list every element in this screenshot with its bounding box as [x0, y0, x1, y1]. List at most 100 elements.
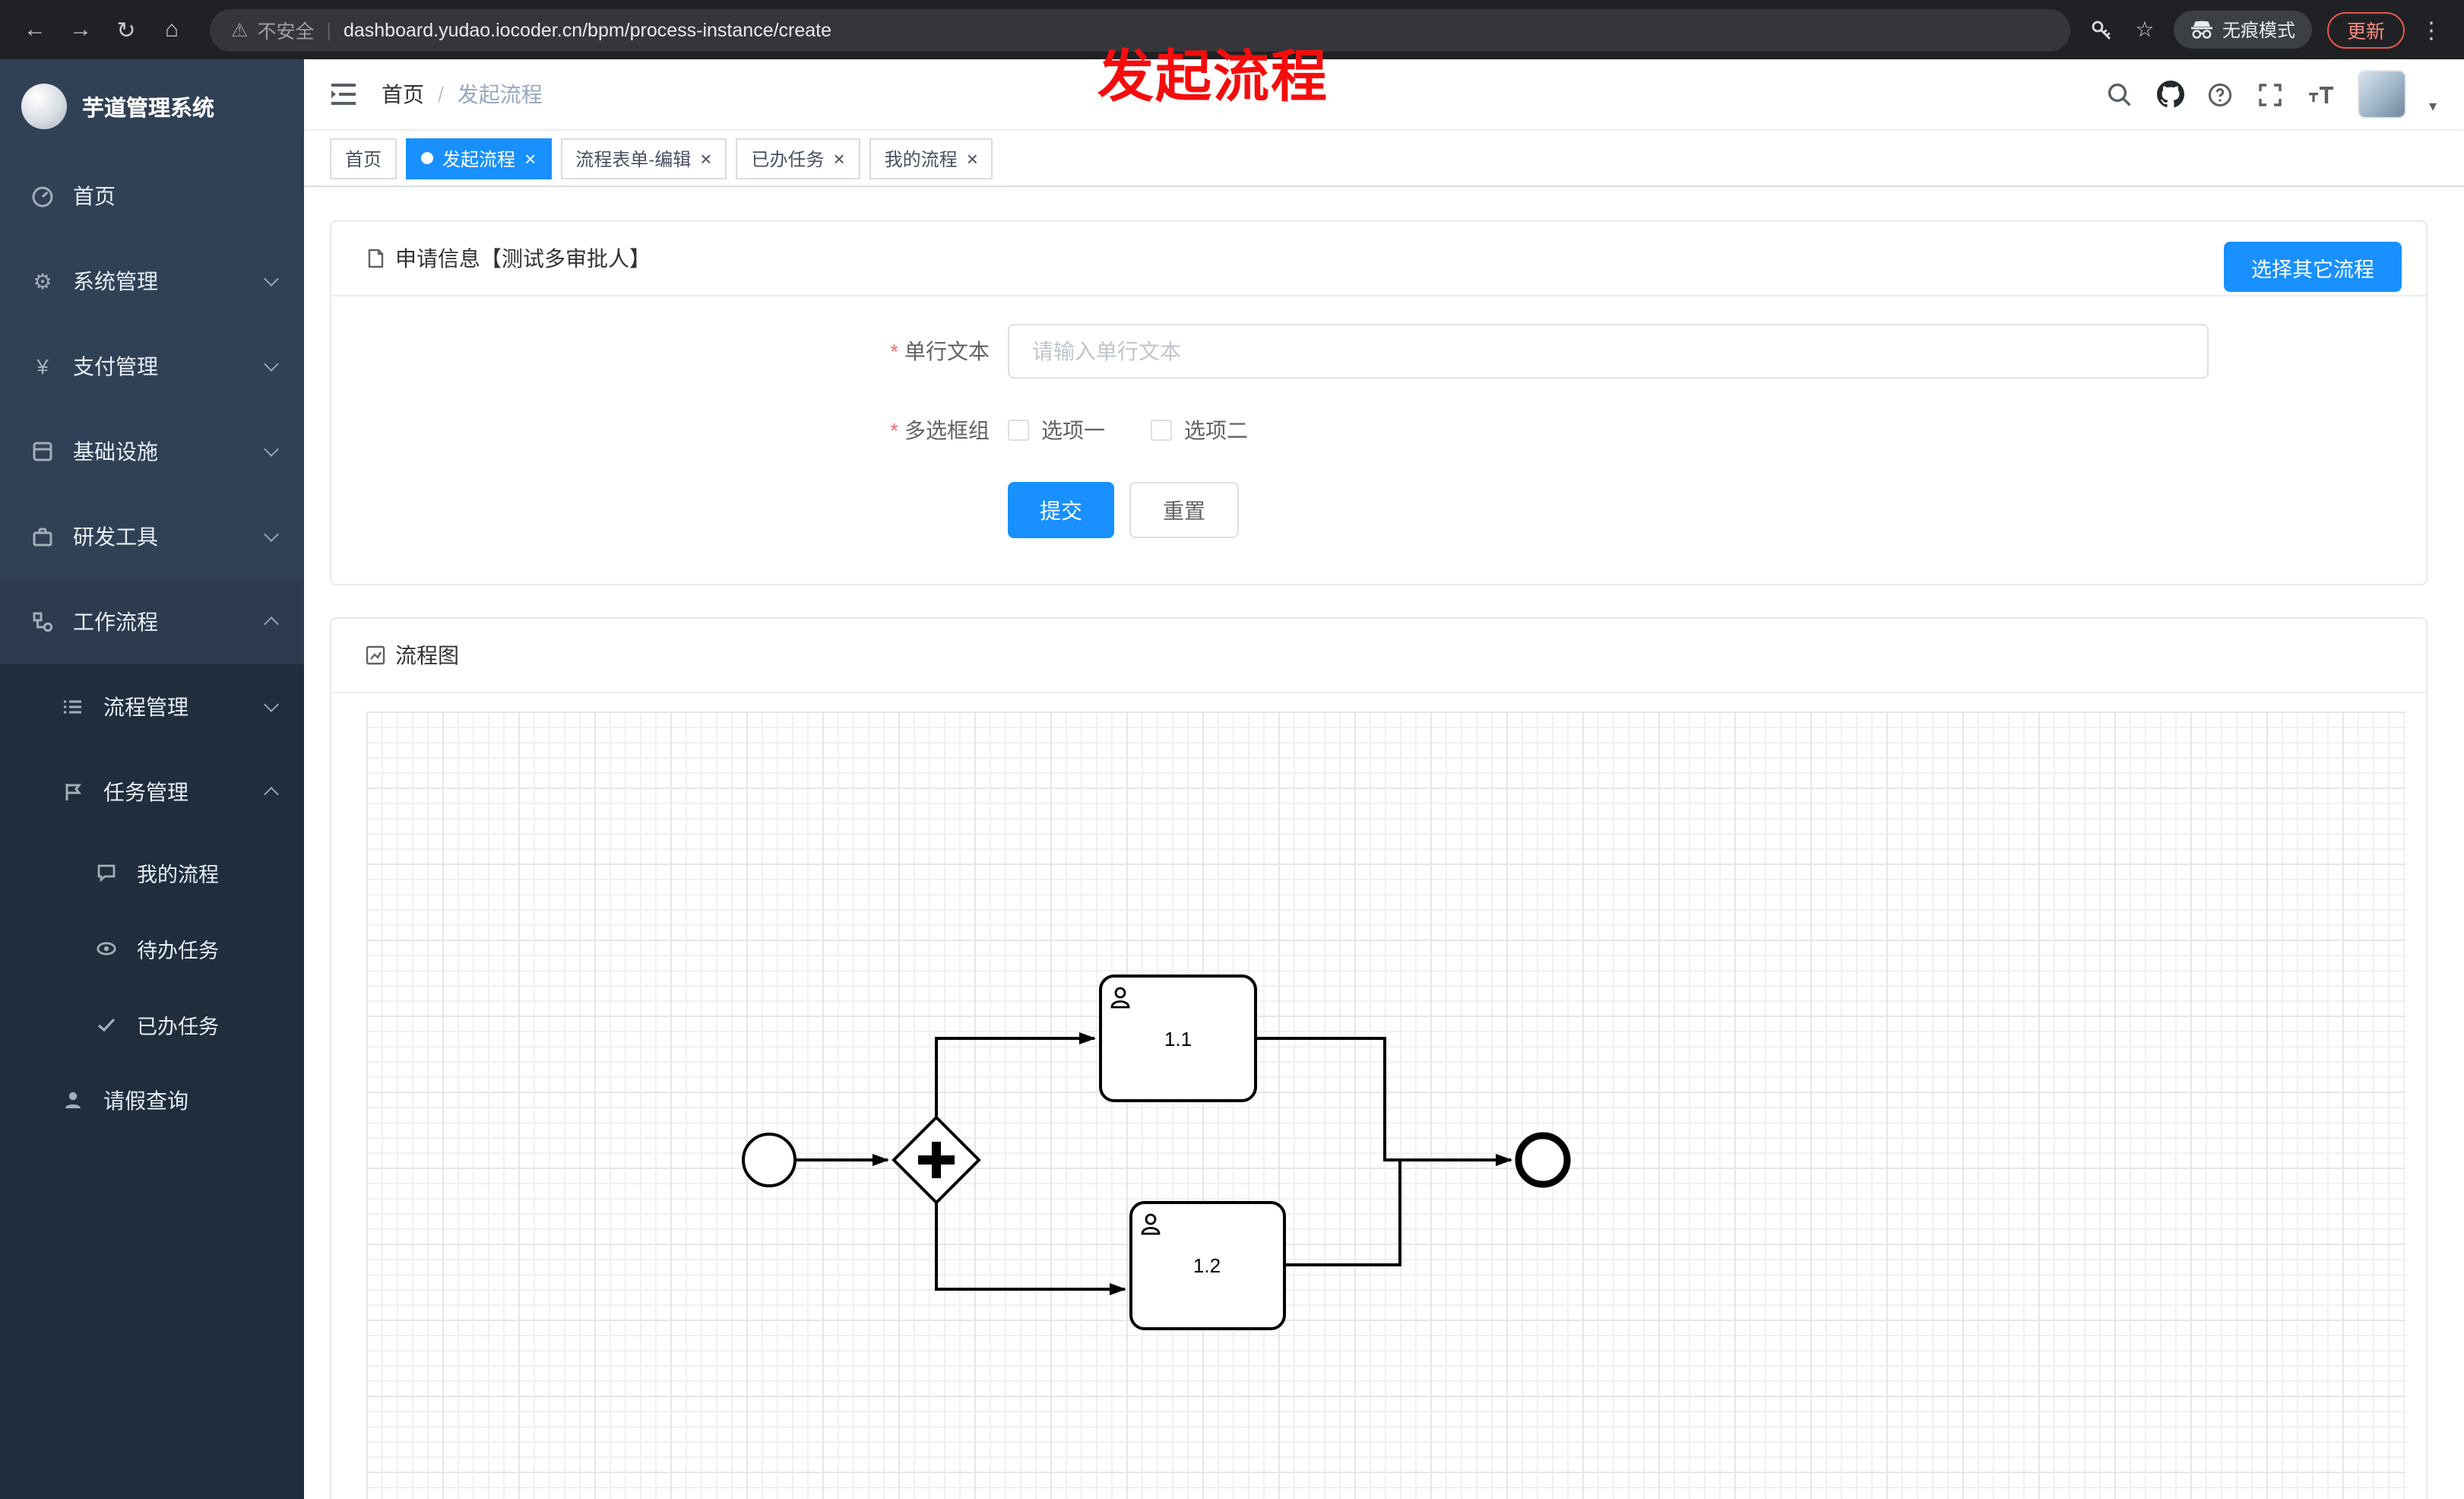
apply-info-card: 申请信息【测试多审批人】 选择其它流程 *单行文本 *多选框组: [330, 220, 2428, 585]
tab-process-form-edit[interactable]: 流程表单-编辑 ×: [560, 138, 727, 179]
task-label: 1.1: [1164, 1028, 1192, 1051]
help-icon[interactable]: [2207, 81, 2234, 108]
yen-icon: ¥: [36, 354, 49, 379]
hamburger-icon[interactable]: [328, 79, 359, 109]
bpmn-canvas[interactable]: 1.1 1.2: [366, 711, 2406, 1499]
bookmark-star-icon[interactable]: ☆: [2135, 17, 2155, 41]
back-icon[interactable]: ←: [24, 17, 46, 43]
apply-form: *单行文本 *多选框组 选项一 选项二: [331, 296, 2426, 584]
close-icon[interactable]: ×: [833, 147, 845, 170]
tab-home[interactable]: 首页: [330, 138, 397, 179]
forward-icon[interactable]: →: [69, 17, 92, 43]
sidebar-item-task-management[interactable]: 任务管理: [0, 750, 304, 835]
end-event-node[interactable]: [1515, 1132, 1571, 1188]
checkbox-icon[interactable]: [1008, 420, 1029, 441]
flow-diagram-card: 流程图: [330, 617, 2428, 1499]
toolbox-icon: [33, 528, 52, 547]
process-list-icon: [63, 700, 81, 714]
chrome-actions: ☆ 无痕模式 更新 ⋮: [2089, 11, 2449, 49]
sidebar-item-infra[interactable]: 基础设施: [0, 409, 304, 494]
user-icon: [1110, 987, 1130, 1009]
page-content: 申请信息【测试多审批人】 选择其它流程 *单行文本 *多选框组: [304, 187, 2464, 1499]
fullscreen-icon[interactable]: [2257, 81, 2285, 108]
address-bar[interactable]: ⚠ 不安全 | dashboard.yudao.iocoder.cn/bpm/p…: [210, 8, 2070, 51]
sidebar-item-payment[interactable]: ¥ 支付管理: [0, 324, 304, 409]
sidebar-filler: [0, 1139, 304, 1499]
single-line-text-input[interactable]: [1008, 324, 2209, 379]
chevron-down-icon: [264, 357, 279, 372]
plus-icon: [918, 1142, 955, 1178]
required-asterisk: *: [890, 418, 898, 442]
form-actions-row: 提交 重置: [331, 482, 2426, 538]
sidebar-item-todo-tasks[interactable]: 待办任务: [0, 911, 304, 987]
checkbox-icon[interactable]: [1151, 420, 1172, 441]
task-label: 1.2: [1193, 1254, 1221, 1277]
reload-icon[interactable]: ↻: [116, 17, 136, 43]
sidebar-item-leave-query[interactable]: 请假查询: [0, 1063, 304, 1139]
font-size-icon[interactable]: [2307, 81, 2335, 108]
choose-other-process-button[interactable]: 选择其它流程: [2224, 242, 2402, 292]
security-chip[interactable]: ⚠ 不安全: [231, 15, 314, 44]
sidebar-item-process-management[interactable]: 流程管理: [0, 664, 304, 750]
flow-task2-to-end: [1284, 1154, 1512, 1266]
checkbox-group-label: *多选框组: [890, 418, 990, 442]
sidebar-item-system[interactable]: ⚙ 系统管理: [0, 239, 304, 324]
start-event-node[interactable]: [742, 1133, 797, 1187]
security-label: 不安全: [257, 21, 315, 43]
incognito-badge: 无痕模式: [2173, 11, 2312, 49]
tab-done-tasks[interactable]: 已办任务 ×: [736, 138, 860, 179]
tab-my-processes[interactable]: 我的流程 ×: [869, 138, 993, 179]
submit-button[interactable]: 提交: [1008, 482, 1114, 538]
check-icon: [97, 1018, 116, 1032]
close-icon[interactable]: ×: [524, 147, 537, 170]
user-avatar[interactable]: [2357, 70, 2406, 119]
incognito-icon: [2190, 21, 2212, 39]
infrastructure-icon: [33, 442, 52, 461]
sidebar-item-done-tasks[interactable]: 已办任务: [0, 987, 304, 1063]
chevron-up-icon: [264, 616, 279, 632]
tab-start-process[interactable]: 发起流程 ×: [406, 138, 552, 179]
checkbox-group-row: *多选框组 选项一 选项二: [331, 415, 2426, 445]
close-icon[interactable]: ×: [966, 147, 978, 170]
caret-down-icon[interactable]: ▾: [2428, 99, 2437, 116]
top-navbar: 首页 / 发起流程: [304, 59, 2464, 131]
home-icon[interactable]: ⌂: [164, 17, 179, 43]
breadcrumb: 首页 / 发起流程: [382, 79, 543, 109]
required-asterisk: *: [890, 339, 898, 363]
user-task-1-2[interactable]: 1.2: [1129, 1201, 1286, 1330]
tags-view: 首页 发起流程 × 流程表单-编辑 × 已办任务 ×: [304, 131, 2464, 187]
update-button[interactable]: 更新: [2326, 11, 2405, 48]
github-icon[interactable]: [2156, 81, 2184, 108]
sidebar-item-devtools[interactable]: 研发工具: [0, 494, 304, 579]
checkbox-option-2[interactable]: 选项二: [1151, 415, 1248, 445]
bpmn-diagram: 1.1 1.2: [742, 975, 1571, 1330]
app-logo[interactable]: 芋道管理系统: [0, 59, 304, 154]
sidebar-item-workflow[interactable]: 工作流程: [0, 579, 304, 664]
sidebar-item-my-processes[interactable]: 我的流程: [0, 835, 304, 911]
text-field-row: *单行文本: [331, 324, 2426, 379]
flow-diagram-body: 1.1 1.2: [331, 693, 2426, 1499]
sidebar-item-home[interactable]: 首页: [0, 154, 304, 239]
flow-diagram-header: 流程图: [331, 619, 2426, 693]
flow-chart-icon: [366, 645, 385, 665]
checkbox-option-1[interactable]: 选项一: [1008, 415, 1105, 445]
parallel-gateway-node[interactable]: [892, 1115, 981, 1205]
search-icon[interactable]: [2107, 81, 2134, 108]
flow-diagram-title: 流程图: [365, 640, 459, 670]
breadcrumb-home[interactable]: 首页: [382, 82, 424, 106]
logo-avatar: [21, 84, 67, 129]
reset-button[interactable]: 重置: [1129, 482, 1239, 538]
flow-task1-to-end: [1256, 1037, 1512, 1166]
chevron-up-icon: [264, 787, 279, 802]
password-key-icon[interactable]: [2089, 16, 2116, 43]
workflow-icon: [33, 612, 53, 632]
user-task-1-1[interactable]: 1.1: [1099, 975, 1257, 1102]
breadcrumb-current: 发起流程: [457, 82, 543, 106]
dashboard-icon: [32, 186, 53, 208]
chat-bubble-icon: [97, 864, 116, 883]
browser-menu-icon[interactable]: ⋮: [2420, 17, 2443, 43]
navbar-actions: ▾: [2107, 70, 2437, 119]
close-icon[interactable]: ×: [700, 147, 712, 170]
apply-info-title: 申请信息【测试多审批人】: [365, 243, 651, 274]
